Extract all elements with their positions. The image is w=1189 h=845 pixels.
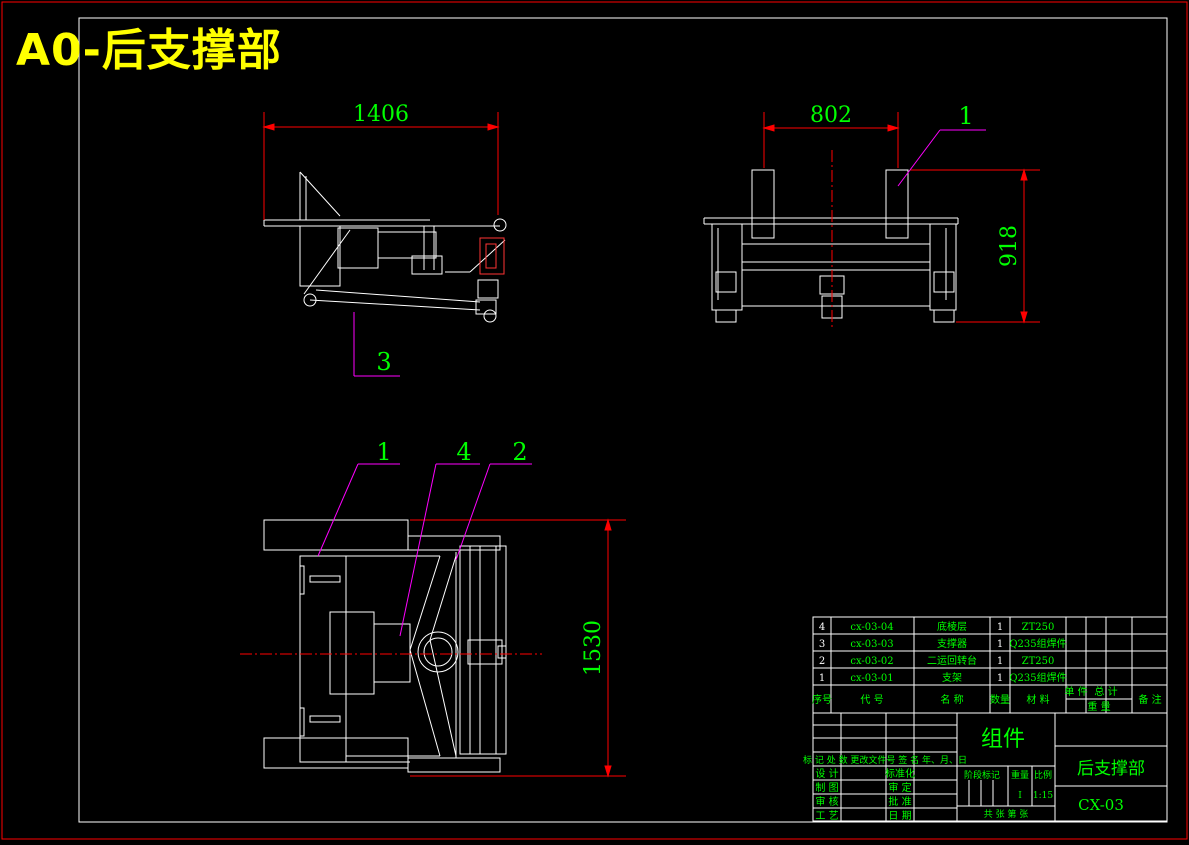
bom-header-remark: 备 注 <box>1138 693 1161 706</box>
title-block <box>812 712 1168 822</box>
bom-header-weight: 重 量 <box>1087 700 1110 713</box>
bom-header-single: 单 件 <box>1064 686 1087 698</box>
dim-side-width-label: 1406 <box>353 102 409 127</box>
title-block-role2: 审 定 <box>888 781 911 794</box>
dim-end-height-label: 918 <box>997 225 1022 267</box>
end-view <box>703 169 959 323</box>
bom-header-name: 名 称 <box>940 693 963 706</box>
page-title: A0-后支撑部 <box>16 25 282 76</box>
title-block-assembly: 组件 <box>981 727 1025 752</box>
dim-top-height <box>410 518 626 778</box>
title-block-part-name: 后支撑部 <box>1077 759 1145 779</box>
bom-row-no: 1 <box>819 673 825 684</box>
dim-side-width <box>262 112 500 220</box>
bom-row-material: Q235组焊件 <box>1009 671 1066 684</box>
callout-3-side: 3 <box>376 348 391 376</box>
dim-top-height-label: 1530 <box>581 620 606 676</box>
title-block-role: 工 艺 <box>815 810 838 822</box>
side-view <box>263 171 507 323</box>
bom-row-no: 4 <box>819 622 825 633</box>
callout-1-end: 1 <box>958 102 973 130</box>
bom-row-code: cx-03-04 <box>850 622 893 633</box>
callout-3-leader <box>353 312 400 377</box>
callout-1-end-leader <box>897 129 986 187</box>
bom-header-code: 代 号 <box>860 694 883 706</box>
bom-row-material: ZT250 <box>1022 656 1055 667</box>
bom-header-qty: 数量 <box>990 693 1010 706</box>
bom-row-name: 支撑器 <box>937 637 967 650</box>
callout-2-top: 2 <box>512 438 527 466</box>
title-block-role2: 批 准 <box>888 795 911 808</box>
callout-1-top: 1 <box>376 438 391 466</box>
dim-end-width <box>762 112 900 168</box>
bom-header: 序号 代 号 名 称 数量 材 料 单 件 总 计 重 量 备 注 <box>812 685 1162 713</box>
dim-end-height <box>910 168 1040 324</box>
bom-table <box>812 616 1168 714</box>
bom-row-name: 底棱层 <box>937 620 967 633</box>
title-block-role: 设 计 <box>815 767 838 780</box>
title-block-scale: 比例 <box>1034 769 1052 781</box>
title-block-role: 审 核 <box>815 795 838 808</box>
title-block-role2: 日 期 <box>888 810 911 822</box>
title-block-weight: 重量 <box>1011 769 1029 781</box>
bom-header-no: 序号 <box>812 693 832 706</box>
title-block-sheets: 共 张 第 张 <box>984 808 1029 820</box>
title-block-drawing-no: CX-03 <box>1078 796 1124 814</box>
inner-frame <box>78 17 1168 823</box>
title-block-scale-value: 1:15 <box>1033 791 1053 801</box>
bom-row-code: cx-03-03 <box>850 639 893 650</box>
bom-row-code: cx-03-01 <box>850 673 893 684</box>
title-block-stage-mark: 阶段标记 <box>964 769 1000 781</box>
title-block-sheet-mark: I <box>1018 791 1022 801</box>
bom-row-material: Q235组焊件 <box>1009 637 1066 650</box>
dim-end-width-label: 802 <box>810 103 852 128</box>
title-block-change-row: 标 记 处 数 更改文件号 签 名 年、月、日 <box>803 754 967 766</box>
bom-row-no: 2 <box>819 656 825 667</box>
bom-header-material: 材 料 <box>1026 693 1049 706</box>
title-block-roles-left: 设 计制 图审 核工 艺 <box>815 767 838 822</box>
top-view <box>263 519 507 773</box>
callout-4-top: 4 <box>456 438 471 466</box>
bom-row-material: ZT250 <box>1022 622 1055 633</box>
title-block-role: 制 图 <box>815 781 838 794</box>
bom-row-qty: 1 <box>997 656 1003 667</box>
bom-row-name: 二运回转台 <box>927 654 977 667</box>
callouts-top-leaders <box>317 463 532 637</box>
bom-header-total: 总 计 <box>1094 685 1117 698</box>
bom-row-code: cx-03-02 <box>850 656 893 667</box>
bom-row-qty: 1 <box>997 639 1003 650</box>
title-block-role2: 标准化 <box>885 767 915 780</box>
bom-row-no: 3 <box>819 639 825 650</box>
bom-row-qty: 1 <box>997 673 1003 684</box>
bom-row-name: 支架 <box>942 672 962 684</box>
bom-row-qty: 1 <box>997 622 1003 633</box>
